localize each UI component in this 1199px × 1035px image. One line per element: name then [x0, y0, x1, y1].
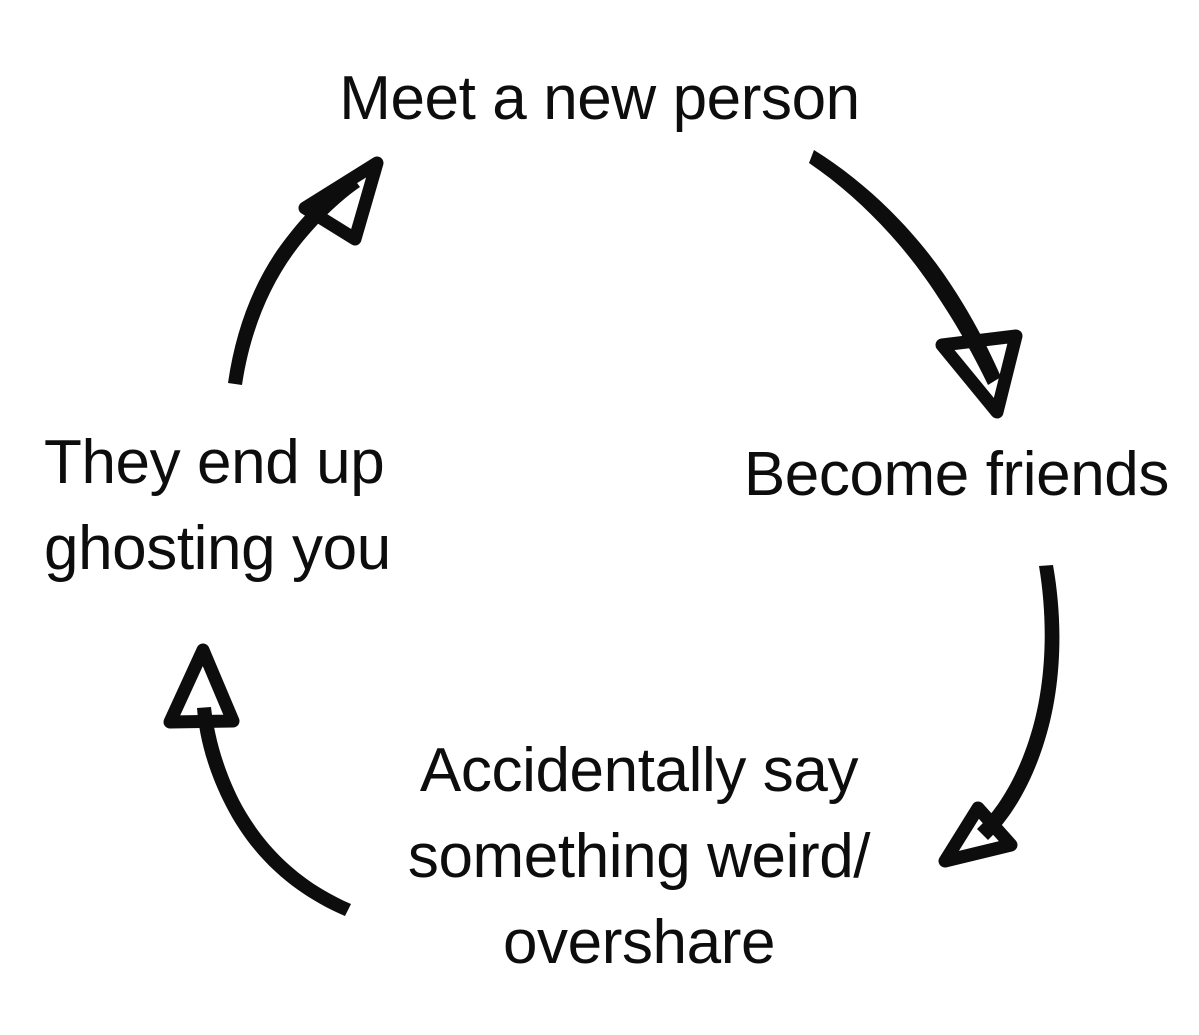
stage-label-overshare-line-3: overshare — [502, 908, 776, 977]
stage-label-meet: Meet a new person — [0, 56, 1199, 142]
stage-label-meet-line-1: Meet a new person — [339, 64, 860, 133]
arrow-overshare-to-ghosting — [163, 643, 351, 916]
stage-label-overshare: Accidentally say something weird/ oversh… — [0, 728, 1199, 986]
arrow-ghosting-to-meet-head — [298, 156, 384, 246]
stage-label-ghosting-line-2: ghosting you — [44, 514, 391, 583]
stage-label-become-friends: Become friends — [743, 432, 1170, 518]
stage-label-overshare-line-2: something weird/ — [407, 822, 871, 891]
arrow-meet-to-friends-shaft — [809, 150, 1001, 385]
stage-label-ghosting: They end up ghosting you — [44, 420, 391, 592]
stage-label-overshare-line-1: Accidentally say — [419, 736, 859, 805]
arrow-ghosting-to-meet-shaft — [228, 175, 360, 385]
arrow-meet-to-friends — [809, 150, 1023, 419]
arrow-ghosting-to-meet — [228, 156, 384, 385]
arrow-meet-to-friends-head — [935, 329, 1023, 419]
stage-label-ghosting-line-1: They end up — [44, 428, 385, 497]
arrow-friends-to-overshare — [938, 565, 1060, 868]
stage-label-become-friends-line-1: Become friends — [743, 440, 1170, 509]
arrow-friends-to-overshare-shaft — [977, 565, 1060, 840]
arrow-overshare-to-ghosting-shaft — [197, 707, 351, 916]
arrow-overshare-to-ghosting-head — [163, 643, 240, 729]
arrow-friends-to-overshare-head — [938, 801, 1018, 868]
